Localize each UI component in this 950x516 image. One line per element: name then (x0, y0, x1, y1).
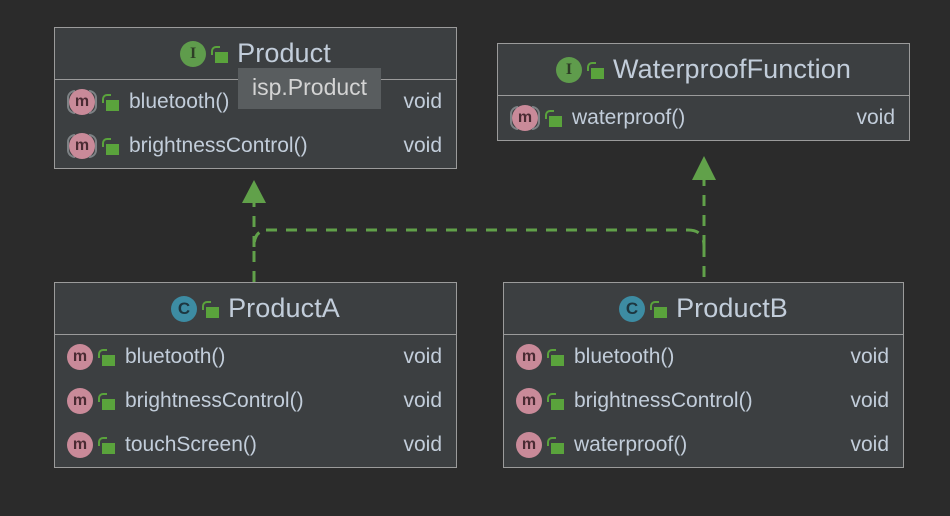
tooltip-qualified-name: isp.Product (238, 68, 382, 109)
uml-class-header-waterproof-function: I WaterproofFunction (498, 44, 909, 96)
method-icon: m (67, 388, 93, 414)
uml-class-box-product-a[interactable]: C ProductA m bluetooth() void m (54, 282, 457, 468)
method-icon: m (516, 388, 542, 414)
abstract-method-icon: m (510, 104, 540, 132)
unlock-icon (547, 391, 565, 411)
uml-member-type: void (403, 389, 442, 412)
uml-member-list-waterproof-function: m waterproof() void (498, 96, 909, 140)
uml-member-name: touchScreen() (125, 433, 257, 456)
unlock-icon (650, 299, 668, 319)
uml-class-box-product-b[interactable]: C ProductB m bluetooth() void m (503, 282, 904, 468)
method-icon: m (67, 344, 93, 370)
unlock-icon (98, 435, 116, 455)
uml-member-list-product-b: m bluetooth() void m brightnessControl()… (504, 335, 903, 467)
class-icon: C (619, 295, 646, 322)
unlock-icon (98, 391, 116, 411)
uml-member-type: void (403, 433, 442, 456)
uml-member-row[interactable]: m bluetooth() void (504, 335, 903, 379)
method-icon: m (67, 432, 93, 458)
uml-member-row[interactable]: m waterproof() void (504, 423, 903, 467)
uml-class-header-product-a: C ProductA (55, 283, 456, 335)
unlock-icon (102, 136, 120, 156)
unlock-icon (211, 44, 229, 64)
uml-class-name: ProductB (676, 293, 788, 323)
uml-class-box-waterproof-function[interactable]: I WaterproofFunction m waterproof() void (497, 43, 910, 141)
uml-member-type: void (850, 389, 889, 412)
uml-member-name: brightnessControl() (129, 134, 308, 157)
unlock-icon (98, 347, 116, 367)
realization-product-b-to-waterproof-function (692, 156, 716, 246)
unlock-icon (587, 60, 605, 80)
abstract-method-icon: m (67, 88, 97, 116)
uml-member-row[interactable]: m bluetooth() void (55, 335, 456, 379)
uml-class-name: Product (237, 38, 331, 68)
unlock-icon (545, 108, 563, 128)
realization-product-b-to-product (266, 228, 706, 282)
unlock-icon (102, 92, 120, 112)
class-icon: C (171, 295, 198, 322)
uml-member-name: bluetooth() (574, 345, 675, 368)
uml-member-name: brightnessControl() (125, 389, 304, 412)
abstract-method-icon: m (67, 132, 97, 160)
uml-member-list-product: m bluetooth() void m brightnessControl()… (55, 80, 456, 168)
uml-class-header-product-b: C ProductB (504, 283, 903, 335)
uml-class-name: WaterproofFunction (613, 54, 851, 84)
uml-member-name: waterproof() (572, 106, 686, 129)
uml-member-list-product-a: m bluetooth() void m brightnessControl()… (55, 335, 456, 467)
uml-member-row[interactable]: m brightnessControl() void (504, 379, 903, 423)
uml-class-name: ProductA (228, 293, 340, 323)
method-icon: m (516, 344, 542, 370)
uml-member-row[interactable]: m brightnessControl() void (55, 379, 456, 423)
uml-member-type: void (403, 90, 442, 113)
uml-member-row[interactable]: m touchScreen() void (55, 423, 456, 467)
method-icon: m (516, 432, 542, 458)
uml-member-type: void (856, 106, 895, 129)
uml-member-name: brightnessControl() (574, 389, 753, 412)
uml-member-type: void (850, 345, 889, 368)
uml-member-type: void (850, 433, 889, 456)
uml-member-row[interactable]: m brightnessControl() void (55, 124, 456, 168)
tooltip-text: isp.Product (252, 74, 368, 100)
uml-member-type: void (403, 345, 442, 368)
realization-product-a-to-product (242, 180, 269, 282)
interface-icon: I (556, 56, 583, 83)
interface-icon: I (180, 40, 207, 67)
unlock-icon (547, 435, 565, 455)
unlock-icon (547, 347, 565, 367)
uml-member-name: bluetooth() (129, 90, 230, 113)
uml-member-name: waterproof() (574, 433, 688, 456)
uml-member-row[interactable]: m waterproof() void (498, 96, 909, 140)
uml-member-name: bluetooth() (125, 345, 226, 368)
uml-member-type: void (403, 134, 442, 157)
unlock-icon (202, 299, 220, 319)
uml-member-row[interactable]: m bluetooth() void (55, 80, 456, 124)
